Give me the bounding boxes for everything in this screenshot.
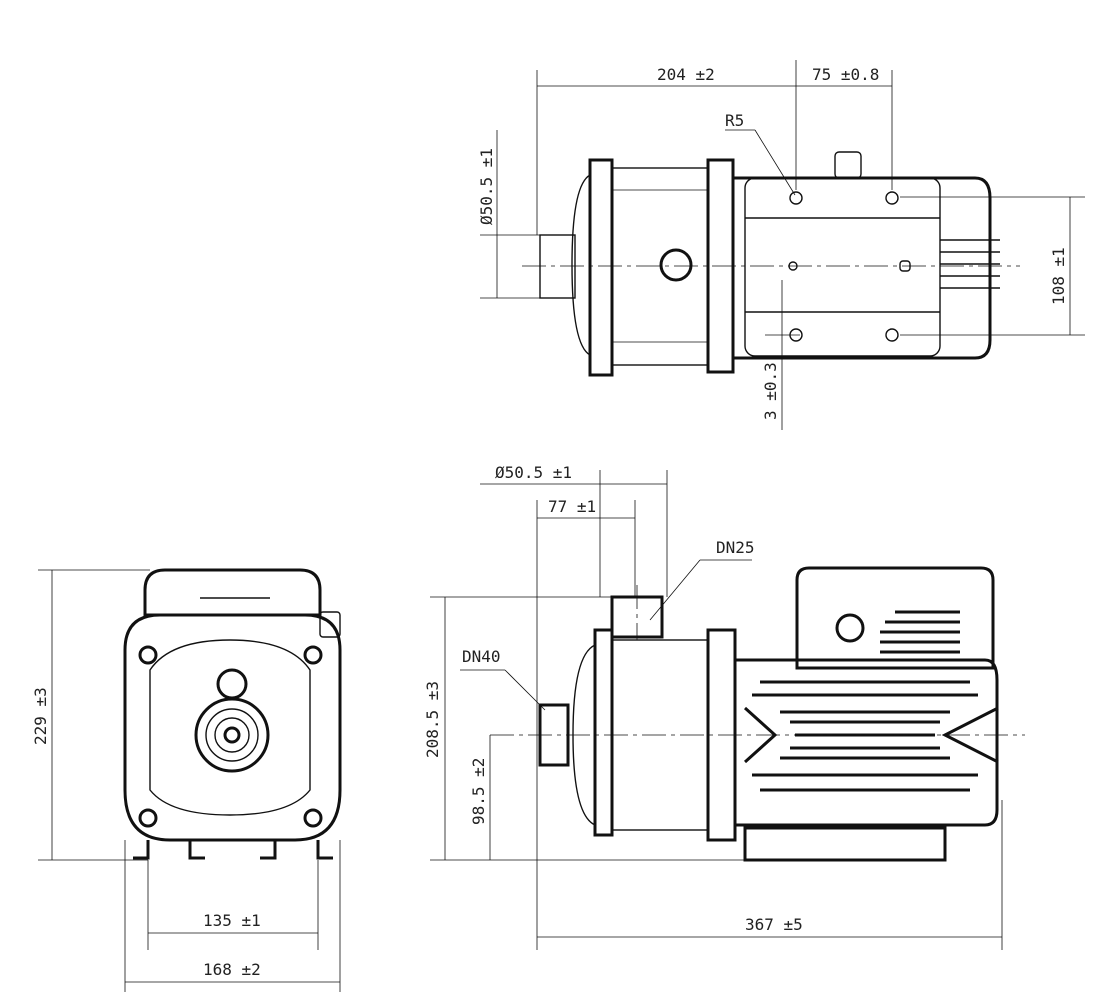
mounting-hole xyxy=(885,328,899,342)
front-inlet xyxy=(194,697,270,773)
dim-75: 75 ±0.8 xyxy=(812,65,879,84)
top-terminal-box xyxy=(744,177,941,357)
dim-top-inlet-diameter: Ø50.5 ±1 xyxy=(477,148,496,225)
side-pump-flange xyxy=(593,628,614,837)
dim-3: 3 ±0.3 xyxy=(761,362,780,420)
top-view: 204 ±2 75 ±0.8 R5 Ø50.5 ±1 108 ±1 3 ±0.3 xyxy=(477,60,1085,430)
dim-168: 168 ±2 xyxy=(203,960,261,979)
top-cable-gland xyxy=(834,151,862,179)
dim-r5: R5 xyxy=(725,111,744,130)
label-dn40: DN40 xyxy=(462,647,501,666)
mounting-hole xyxy=(885,191,899,205)
dim-77: 77 ±1 xyxy=(548,497,596,516)
front-cable-gland xyxy=(319,611,341,638)
dim-108: 108 ±1 xyxy=(1049,247,1068,305)
dim-98-5: 98.5 ±2 xyxy=(469,758,488,825)
side-cable-gland xyxy=(835,613,865,643)
dim-204: 204 ±2 xyxy=(657,65,715,84)
dim-208-5: 208.5 ±3 xyxy=(423,681,442,758)
side-view: Ø50.5 ±1 77 ±1 DN25 DN40 208.5 ±3 98.5 ±… xyxy=(423,463,1025,950)
front-view: 229 ±3 135 ±1 168 ±2 xyxy=(31,568,342,992)
front-feet xyxy=(133,840,333,860)
top-pump-flange xyxy=(588,158,614,377)
front-outlet xyxy=(216,668,248,700)
dim-side-outlet-diameter: Ø50.5 ±1 xyxy=(495,463,572,482)
motor-fins xyxy=(743,680,999,792)
top-inlet-stub xyxy=(539,234,576,299)
mounting-hole xyxy=(789,191,803,205)
dim-229: 229 ±3 xyxy=(31,687,50,745)
top-outlet-circle xyxy=(659,248,693,282)
dim-135: 135 ±1 xyxy=(203,911,261,930)
front-terminal-box xyxy=(143,568,322,617)
side-base xyxy=(743,826,947,862)
front-housing xyxy=(123,613,342,842)
label-dn25: DN25 xyxy=(716,538,755,557)
top-motor xyxy=(731,176,992,360)
side-terminal-box xyxy=(795,566,995,670)
dim-367: 367 ±5 xyxy=(745,915,803,934)
side-motor xyxy=(733,658,999,827)
